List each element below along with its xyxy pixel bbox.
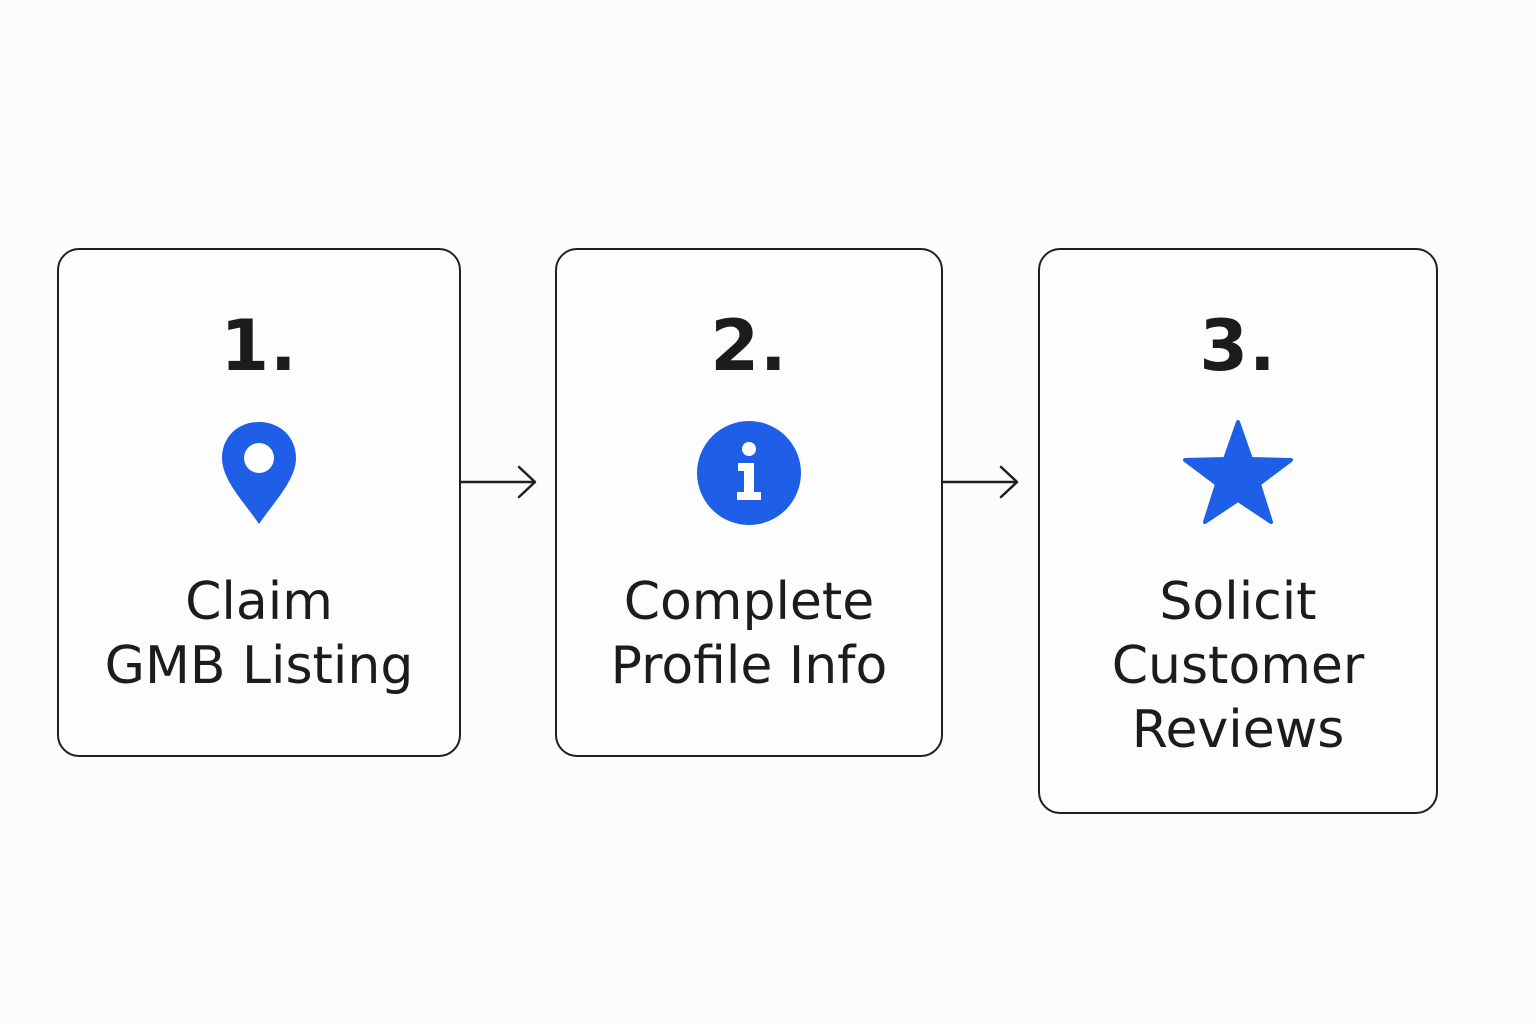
step-label-line: GMB Listing [104, 636, 414, 696]
step-card-claim-listing: 1. Claim GMB Listing [57, 248, 461, 757]
arrow-right-icon [461, 462, 539, 502]
arrow-right-icon [943, 462, 1021, 502]
star-icon [1183, 418, 1293, 528]
step-card-solicit-reviews: 3. Solicit Customer Reviews [1038, 248, 1438, 814]
step-label-line: Complete [623, 572, 875, 632]
step-number: 3. [1199, 305, 1277, 387]
step-card-complete-profile: 2. Complete Profile Info [555, 248, 943, 757]
step-label-line: Reviews [1131, 700, 1345, 760]
step-label-line: Claim [185, 572, 333, 632]
step-label: Solicit Customer Reviews [1040, 570, 1436, 762]
step-number: 2. [710, 305, 788, 387]
step-label: Complete Profile Info [557, 570, 941, 698]
info-circle-icon [694, 418, 804, 528]
step-label-line: Solicit [1159, 572, 1317, 632]
step-label: Claim GMB Listing [59, 570, 459, 698]
step-number: 1. [220, 305, 298, 387]
step-label-line: Profile Info [610, 636, 888, 696]
map-pin-icon [204, 418, 314, 528]
step-label-line: Customer [1111, 636, 1365, 696]
